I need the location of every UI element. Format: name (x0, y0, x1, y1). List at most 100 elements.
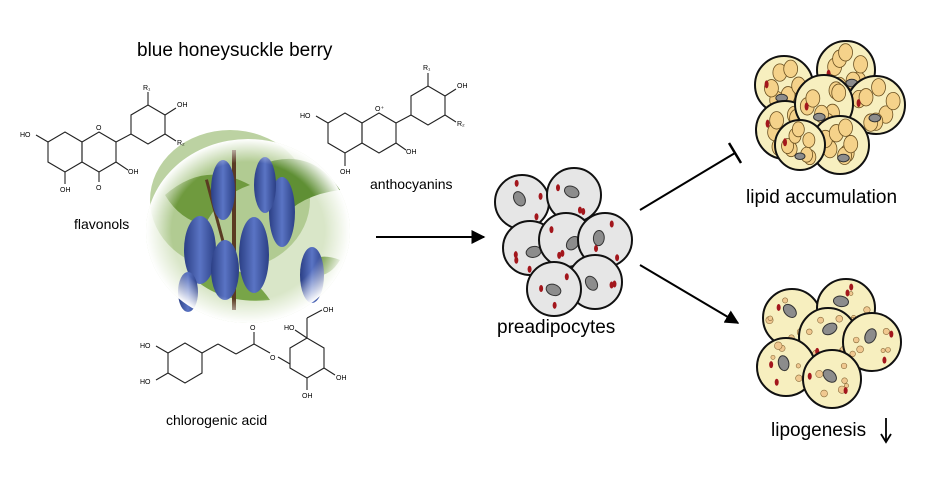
atom-label: O (96, 185, 102, 192)
inhibition-bar-icon (639, 142, 743, 211)
lipid-droplet (853, 55, 868, 74)
chlorogenic-acid-structure: HO HO O O OH HO OH OH (140, 307, 347, 400)
atom-label: R₁ (143, 85, 151, 92)
lipid-accumulation-cluster (754, 40, 906, 175)
atom-label: OH (336, 375, 347, 382)
lipid-droplet (831, 83, 847, 102)
preadipocyte-cluster (494, 167, 633, 317)
adipocyte-cell (774, 119, 826, 171)
lipid-droplet (802, 132, 816, 149)
lipid-droplet (853, 336, 860, 344)
nucleus-icon (832, 295, 849, 308)
atom-label: OH (60, 187, 71, 194)
atom-label: OH (406, 149, 417, 156)
lipid-accumulation-label: lipid accumulation (746, 187, 898, 208)
atom-label: OH (302, 393, 313, 400)
preadipocytes-label: preadipocytes (497, 317, 616, 338)
lipid-droplet (840, 362, 848, 370)
atom-label: HO (300, 113, 311, 120)
atom-label: O (270, 355, 276, 362)
flavonol-structure: HO O O OH OH R₁ OH R₂ (20, 85, 188, 194)
preadipocyte-cell (494, 174, 550, 230)
lipid-droplet (817, 316, 824, 324)
lipid-droplet (885, 91, 901, 111)
lipid-droplet (806, 328, 813, 335)
nucleus-icon (584, 275, 599, 291)
lipid-droplet (880, 348, 886, 353)
lipogenesis-cell (842, 312, 902, 372)
preadipocyte-cell (526, 261, 582, 317)
lipid-droplet (848, 291, 854, 296)
nucleus-icon (545, 283, 562, 297)
lipid-droplet (882, 328, 890, 335)
lipid-droplet (849, 350, 856, 357)
lipid-droplet (770, 354, 776, 360)
atom-label: OH (323, 307, 334, 314)
atom-label: R₂ (457, 121, 465, 128)
nucleus-icon (777, 355, 790, 372)
atom-label: R₁ (423, 65, 431, 72)
flavonols-label: flavonols (74, 216, 130, 232)
atom-label: HO (140, 343, 151, 350)
lipid-droplet (774, 341, 783, 350)
atom-label: OH (128, 169, 139, 176)
lipid-droplet (858, 88, 874, 107)
atom-label: HO (140, 379, 151, 386)
figure-title: blue honeysuckle berry (137, 40, 333, 61)
atom-label: HO (284, 325, 295, 332)
nucleus-icon (813, 112, 826, 122)
anthocyanins-label: anthocyanins (370, 176, 453, 192)
lipid-droplet (844, 383, 849, 389)
lipid-droplet (805, 89, 821, 108)
preadipocyte-cell (577, 212, 633, 268)
lipid-droplet (783, 59, 799, 78)
lipid-droplet (843, 135, 859, 154)
lipid-droplet (769, 111, 784, 130)
atom-label: OH (457, 83, 468, 90)
adipocyte-cell (846, 75, 906, 135)
nucleus-icon (837, 153, 850, 163)
nucleus-icon (592, 230, 605, 247)
atom-label: HO (20, 132, 31, 139)
preadipocyte-cell (567, 254, 623, 310)
right-arrow-icon (639, 264, 740, 324)
preadipocyte-cell (546, 167, 602, 223)
chlorogenic-acid-label: chlorogenic acid (166, 412, 268, 428)
nucleus-icon (782, 303, 797, 318)
lipid-droplet (838, 118, 853, 137)
nucleus-icon (512, 191, 526, 207)
atom-label: O (96, 125, 102, 132)
down-arrow-icon (880, 418, 892, 444)
atom-label: OH (340, 169, 351, 176)
adipocyte-cell (810, 115, 870, 175)
lipogenesis-cell (802, 349, 862, 409)
lipid-droplet (782, 297, 789, 304)
nucleus-icon (822, 322, 838, 336)
berry-photo (146, 130, 350, 323)
lipid-droplet (838, 43, 853, 62)
atom-label: OH (177, 102, 188, 109)
lipid-droplet (795, 374, 803, 382)
lipid-droplet (767, 315, 773, 321)
lipid-droplet (835, 315, 843, 323)
atom-label: O (250, 325, 256, 332)
nucleus-icon (822, 369, 837, 383)
lipogenesis-cluster (756, 278, 902, 409)
atom-label: R₂ (177, 140, 185, 147)
lipid-droplet (871, 78, 886, 97)
lipid-droplet (791, 121, 805, 138)
lipid-droplet (885, 347, 891, 353)
lipid-droplet (815, 370, 824, 378)
lipid-droplet (856, 345, 864, 354)
lipid-droplet (820, 389, 828, 398)
nucleus-icon (794, 152, 806, 160)
atom-label: O⁺ (375, 106, 384, 113)
lipogenesis-label: lipogenesis (771, 420, 867, 441)
nucleus-icon (868, 113, 882, 123)
lipid-droplet (841, 377, 848, 384)
nucleus-icon (864, 328, 877, 344)
anthocyanin-structure: HO O⁺ OH OH R₁ OH R₂ (300, 65, 468, 176)
lipid-droplet (795, 363, 801, 369)
nucleus-icon (564, 185, 580, 199)
